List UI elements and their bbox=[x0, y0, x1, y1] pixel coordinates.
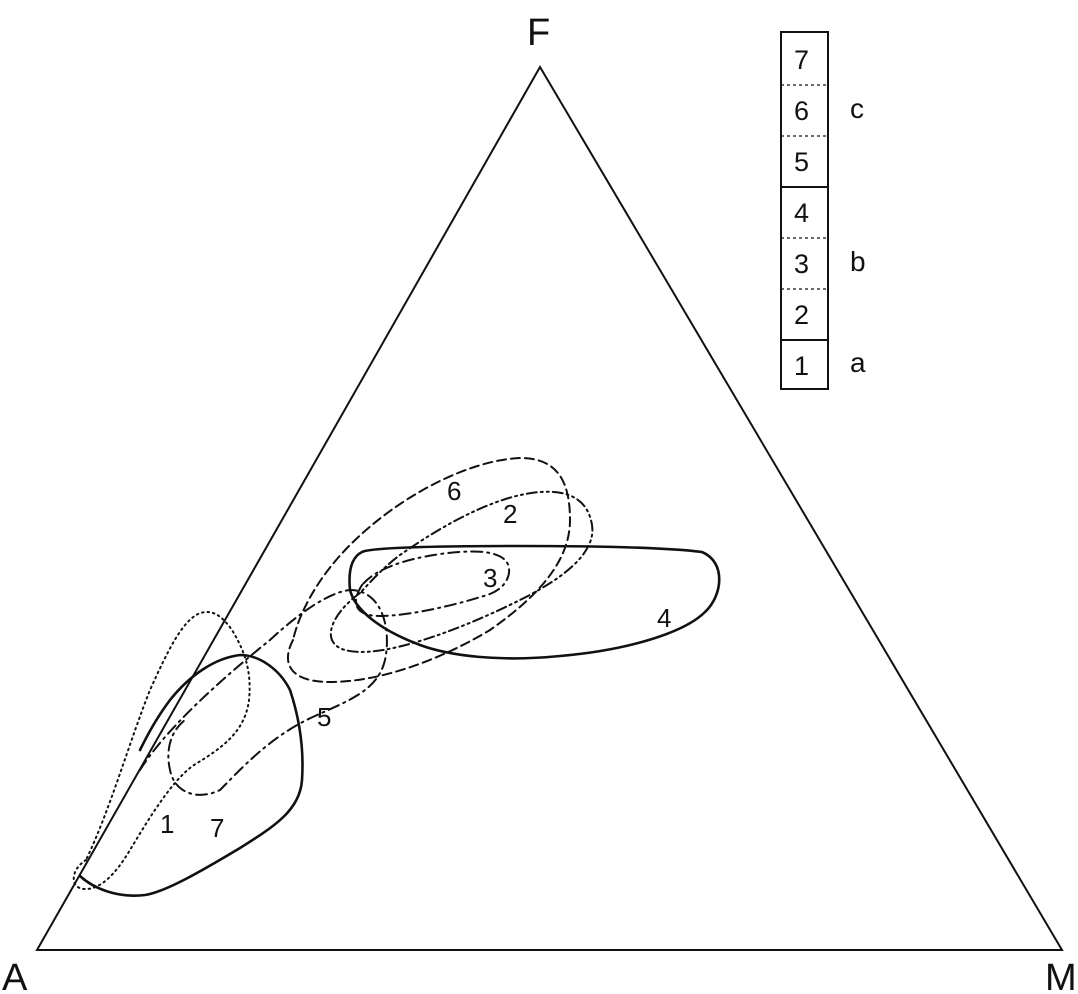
vertex-label-m: M bbox=[1045, 957, 1077, 994]
ternary-triangle bbox=[35, 65, 1064, 951]
legend: 7 6 5 4 3 2 1 c b a bbox=[780, 31, 866, 390]
legend-box-7: 7 bbox=[794, 45, 809, 75]
legend-box-6: 6 bbox=[794, 96, 809, 126]
legend-box-1: 1 bbox=[794, 351, 809, 381]
vertex-label-f: F bbox=[527, 12, 550, 54]
field-outline-4 bbox=[348, 544, 721, 660]
field-outline-2 bbox=[329, 490, 594, 653]
field-label-2: 2 bbox=[503, 499, 517, 529]
field-label-3: 3 bbox=[483, 563, 497, 593]
legend-group-c: c bbox=[850, 93, 864, 124]
field-label-1: 1 bbox=[160, 809, 174, 839]
legend-group-b: b bbox=[850, 246, 866, 277]
field-outline-3 bbox=[355, 550, 511, 617]
field-label-7: 7 bbox=[210, 813, 224, 843]
vertex-label-a: A bbox=[2, 957, 28, 994]
legend-box-3: 3 bbox=[794, 249, 809, 279]
legend-box-2: 2 bbox=[794, 300, 809, 330]
field-outline-1 bbox=[72, 611, 251, 891]
field-label-6: 6 bbox=[447, 476, 461, 506]
field-outline-7 bbox=[78, 653, 304, 897]
field-label-5: 5 bbox=[317, 702, 331, 732]
legend-box-4: 4 bbox=[794, 198, 809, 228]
field-outline-6 bbox=[287, 457, 571, 683]
legend-box-5: 5 bbox=[794, 147, 809, 177]
field-label-4: 4 bbox=[657, 603, 671, 633]
legend-frame bbox=[780, 31, 829, 390]
legend-group-a: a bbox=[850, 347, 866, 378]
